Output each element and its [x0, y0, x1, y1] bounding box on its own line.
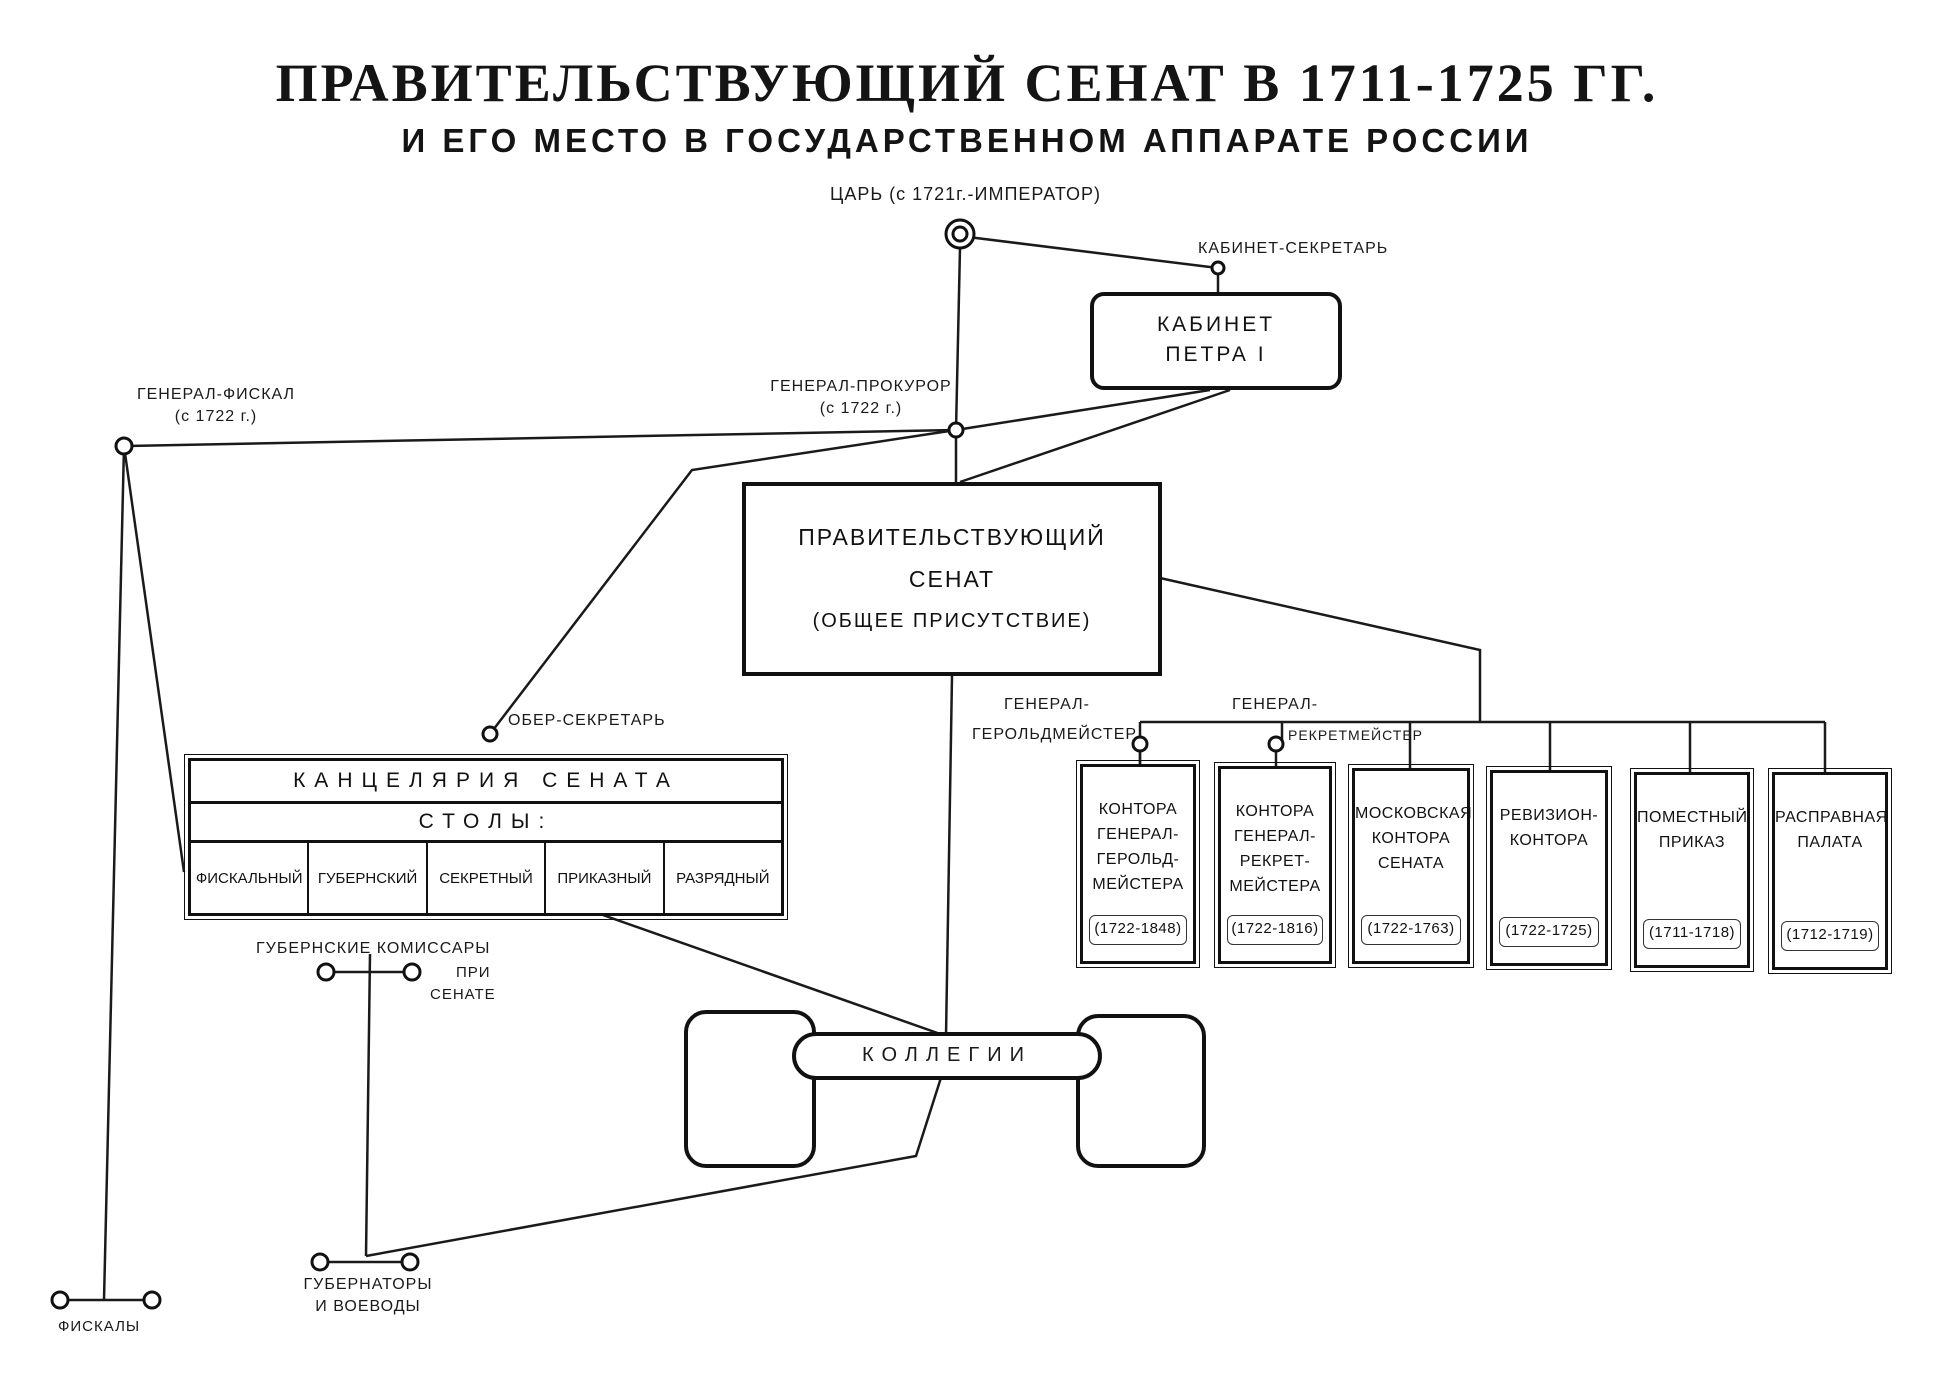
- office-revision-years: (1722-1725): [1499, 917, 1599, 947]
- senate-line3: (ОБЩЕЕ ПРИСУТСТВИЕ): [812, 610, 1092, 632]
- general-prosecutor-line1: ГЕНЕРАЛ-ПРОКУРОР: [770, 378, 952, 395]
- senate-box: ПРАВИТЕЛЬСТВУЮЩИЙ СЕНАТ (ОБЩЕЕ ПРИСУТСТВ…: [742, 482, 1162, 676]
- office-revision-line1: РЕВИЗИОН-: [1499, 807, 1599, 824]
- general-prosecutor-label: ГЕНЕРАЛ-ПРОКУРОР (с 1722 г.): [756, 378, 966, 418]
- diagram-title: ПРАВИТЕЛЬСТВУЮЩИЙ СЕНАТ В 1711-1725 ГГ.: [275, 53, 1659, 113]
- collegia-label: КОЛЛЕГИИ: [862, 1044, 1032, 1066]
- diagram-subtitle: И ЕГО МЕСТО В ГОСУДАРСТВЕННОМ АППАРАТЕ Р…: [401, 122, 1533, 159]
- office-rekretmeister-line2: ГЕНЕРАЛ-: [1233, 828, 1316, 845]
- chancellery-tables-label: СТОЛЫ:: [191, 804, 781, 843]
- cabinet-line2: ПЕТРА I: [1165, 343, 1267, 366]
- governors-line1: ГУБЕРНАТОРЫ: [303, 1276, 433, 1293]
- office-heraldmeister-line4: МЕЙСТЕРА: [1092, 876, 1184, 893]
- general-fiscal-line1: ГЕНЕРАЛ-ФИСКАЛ: [136, 386, 296, 403]
- general-fiscal-line2: (с 1722 г.): [174, 408, 258, 425]
- office-moscow-line2: КОНТОРА: [1371, 830, 1451, 847]
- rekretmeister-line2: РЕКРЕТМЕЙСТЕР: [1288, 727, 1423, 743]
- office-moscow: МОСКОВСКАЯ КОНТОРА СЕНАТА (1722-1763): [1348, 764, 1474, 968]
- office-raspravnaya-line2: ПАЛАТА: [1797, 834, 1863, 851]
- senate-line1: ПРАВИТЕЛЬСТВУЮЩИЙ: [798, 524, 1106, 550]
- office-rekretmeister-line1: КОНТОРА: [1235, 803, 1315, 820]
- office-raspravnaya-line1: РАСПРАВНАЯ: [1775, 809, 1888, 826]
- office-rekretmeister-line3: РЕКРЕТ-: [1239, 853, 1311, 870]
- cabinet-secretary-label: КАБИНЕТ-СЕКРЕТАРЬ: [1198, 240, 1389, 257]
- office-pomestny-years: (1711-1718): [1643, 919, 1741, 949]
- chancellery-tables-row: ФИСКАЛЬНЫЙ ГУБЕРНСКИЙ СЕКРЕТНЫЙ ПРИКАЗНЫ…: [191, 843, 781, 915]
- office-moscow-line3: СЕНАТА: [1377, 855, 1445, 872]
- table-gubernia: ГУБЕРНСКИЙ: [309, 843, 428, 915]
- office-rekretmeister-line4: МЕЙСТЕРА: [1229, 878, 1321, 895]
- office-moscow-years: (1722-1763): [1361, 915, 1461, 945]
- office-revision: РЕВИЗИОН- КОНТОРА (1722-1725): [1486, 766, 1612, 970]
- office-pomestny-line2: ПРИКАЗ: [1658, 834, 1726, 851]
- office-heraldmeister-line3: ГЕРОЛЬД-: [1096, 851, 1180, 868]
- chancellery-title: КАНЦЕЛЯРИЯ СЕНАТА: [191, 761, 781, 804]
- chancellery-box: КАНЦЕЛЯРИЯ СЕНАТА СТОЛЫ: ФИСКАЛЬНЫЙ ГУБЕ…: [184, 754, 788, 920]
- office-pomestny: ПОМЕСТНЫЙ ПРИКАЗ (1711-1718): [1630, 768, 1754, 972]
- general-prosecutor-line2: (с 1722 г.): [819, 400, 903, 417]
- ober-secretary-label: ОБЕР-СЕКРЕТАРЬ: [508, 712, 666, 729]
- office-raspravnaya-years: (1712-1719): [1781, 921, 1879, 951]
- office-heraldmeister: КОНТОРА ГЕНЕРАЛ- ГЕРОЛЬД- МЕЙСТЕРА (1722…: [1076, 760, 1200, 968]
- gubernia-commissars-line3: СЕНАТЕ: [430, 986, 496, 1003]
- heraldmeister-line1: ГЕНЕРАЛ-: [1003, 696, 1090, 713]
- fiscals-label: ФИСКАЛЫ: [58, 1318, 141, 1335]
- cabinet-box: КАБИНЕТ ПЕТРА I: [1090, 292, 1342, 390]
- table-fiscal: ФИСКАЛЬНЫЙ: [191, 843, 310, 915]
- office-heraldmeister-line1: КОНТОРА: [1098, 801, 1178, 818]
- general-heraldmeister-label: ГЕНЕРАЛ- ГЕРОЛЬДМЕЙСТЕР: [972, 690, 1138, 750]
- gubernia-commissars-line2: ПРИ: [456, 964, 491, 981]
- office-heraldmeister-years: (1722-1848): [1089, 915, 1187, 945]
- cabinet-line1: КАБИНЕТ: [1156, 313, 1276, 336]
- general-rekretmeister-label: ГЕНЕРАЛ- РЕКРЕТМЕЙСТЕР: [1232, 690, 1423, 750]
- office-rekretmeister: КОНТОРА ГЕНЕРАЛ- РЕКРЕТ- МЕЙСТЕРА (1722-…: [1214, 762, 1336, 968]
- table-prikaz: ПРИКАЗНЫЙ: [546, 843, 665, 915]
- table-razryad: РАЗРЯДНЫЙ: [676, 870, 770, 887]
- office-rekretmeister-years: (1722-1816): [1227, 915, 1323, 945]
- governors-label: ГУБЕРНАТОРЫ И ВОЕВОДЫ: [298, 1276, 438, 1316]
- rekretmeister-line1: ГЕНЕРАЛ-: [1232, 696, 1319, 713]
- tsar-label: ЦАРЬ (с 1721г.-ИМПЕРАТОР): [830, 184, 1102, 204]
- office-heraldmeister-line2: ГЕНЕРАЛ-: [1096, 826, 1179, 843]
- senate-line2: СЕНАТ: [908, 566, 996, 592]
- office-pomestny-line1: ПОМЕСТНЫЙ: [1637, 809, 1748, 826]
- gubernia-commissars-line1: ГУБЕРНСКИЕ КОМИССАРЫ: [256, 940, 491, 957]
- general-fiscal-label: ГЕНЕРАЛ-ФИСКАЛ (с 1722 г.): [116, 386, 316, 426]
- table-secret: СЕКРЕТНЫЙ: [428, 843, 547, 915]
- office-revision-line2: КОНТОРА: [1509, 832, 1589, 849]
- governors-line2: И ВОЕВОДЫ: [315, 1298, 421, 1315]
- office-raspravnaya: РАСПРАВНАЯ ПАЛАТА (1712-1719): [1768, 768, 1892, 974]
- office-moscow-line1: МОСКОВСКАЯ: [1355, 805, 1473, 822]
- heraldmeister-line2: ГЕРОЛЬДМЕЙСТЕР: [972, 726, 1138, 743]
